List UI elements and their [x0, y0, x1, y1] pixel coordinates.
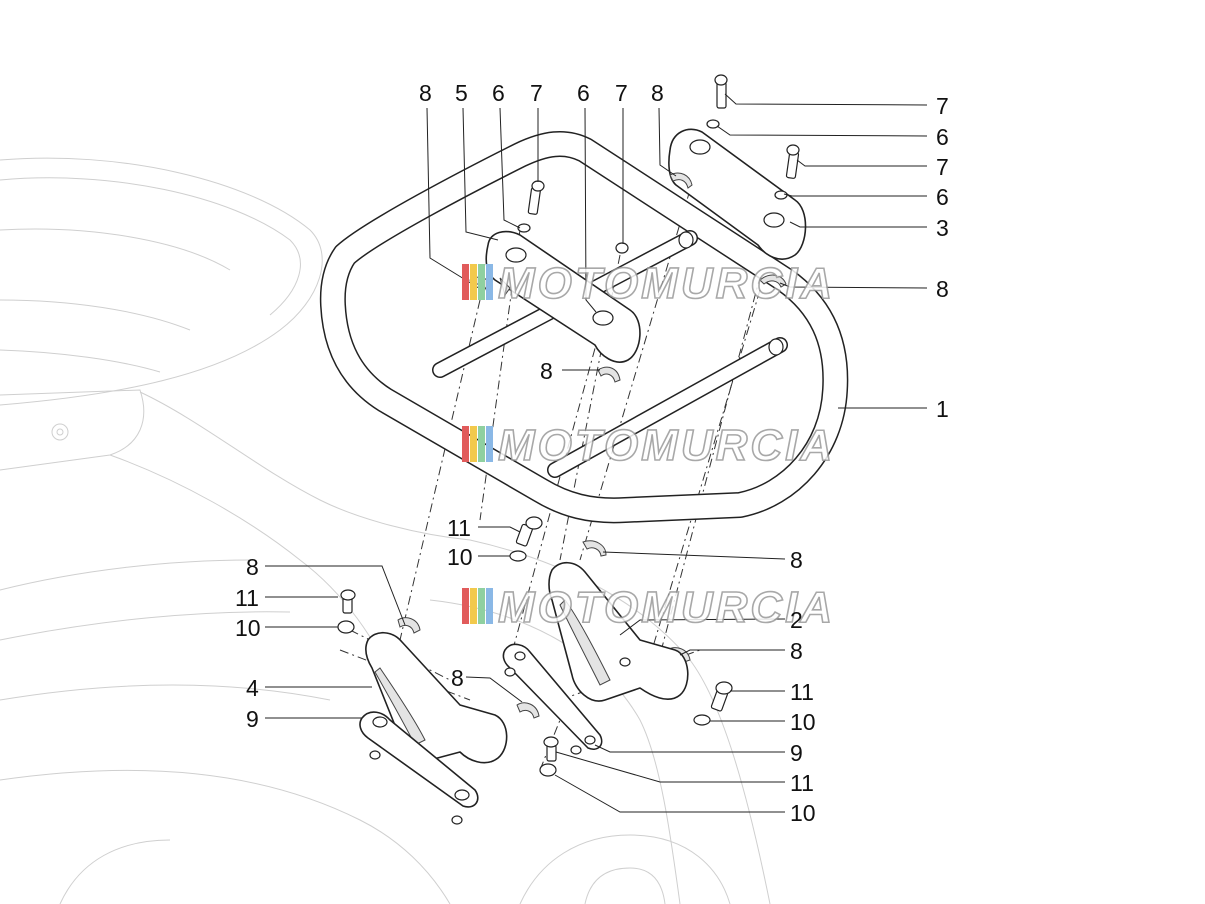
callout-right-7a: 7	[936, 93, 949, 119]
callout-top-7a: 7	[530, 80, 543, 106]
callout-right-10a: 10	[790, 709, 816, 735]
callout-top-6b: 6	[577, 80, 590, 106]
watermark-3: MOTOMURCIA	[462, 582, 835, 633]
callout-left-9: 9	[246, 706, 259, 732]
callout-mid-10: 10	[447, 544, 473, 570]
callout-left-10: 10	[235, 615, 261, 641]
callout-mid-11: 11	[447, 515, 471, 541]
front-clamp	[485, 230, 641, 363]
watermark-text: MOTOMURCIA	[498, 259, 835, 308]
callout-top-7b: 7	[615, 80, 628, 106]
callout-top-8a: 8	[419, 80, 432, 106]
callout-labels: 8 5 6 7 6 7 8 7 6 7 6 3 8 8 1 11 10 8 8 …	[235, 80, 949, 826]
callout-left-11: 11	[235, 585, 259, 611]
watermark-text: MOTOMURCIA	[498, 583, 835, 632]
left-support-bracket	[359, 631, 508, 808]
callout-right-8d: 8	[790, 638, 803, 664]
callout-right-9: 9	[790, 740, 803, 766]
right-support-bracket	[502, 561, 689, 750]
watermark-stripe-blue	[486, 264, 493, 300]
leader-lines	[265, 93, 928, 813]
callout-right-7b: 7	[936, 154, 949, 180]
callout-left-8: 8	[246, 554, 259, 580]
callout-right-1: 1	[936, 396, 949, 422]
callout-mid-8: 8	[540, 358, 553, 384]
callout-right-6a: 6	[936, 124, 949, 150]
callout-right-10b: 10	[790, 800, 816, 826]
callout-left-4: 4	[246, 675, 259, 701]
fasteners-top	[517, 74, 800, 254]
callout-right-8c: 8	[790, 547, 803, 573]
watermark-text: MOTOMURCIA	[498, 421, 835, 470]
scooter-background-outline	[0, 157, 771, 904]
callout-right-3: 3	[936, 215, 949, 241]
callout-right-2: 2	[790, 607, 803, 633]
callout-top-8b: 8	[651, 80, 664, 106]
callout-top-6a: 6	[492, 80, 505, 106]
watermark-2: MOTOMURCIA	[462, 420, 835, 471]
callout-mid-8b: 8	[451, 665, 464, 691]
callout-right-8: 8	[936, 276, 949, 302]
callout-right-11a: 11	[790, 679, 814, 705]
watermark-1: MOTOMURCIA	[462, 258, 835, 309]
callout-top-5: 5	[455, 80, 468, 106]
watermark-stripe-green	[478, 264, 485, 300]
watermark-stripe-yellow	[470, 264, 477, 300]
callout-right-6b: 6	[936, 184, 949, 210]
watermark-stripe-red	[462, 264, 469, 300]
callout-right-11b: 11	[790, 770, 814, 796]
fasteners-bottom	[337, 516, 733, 825]
